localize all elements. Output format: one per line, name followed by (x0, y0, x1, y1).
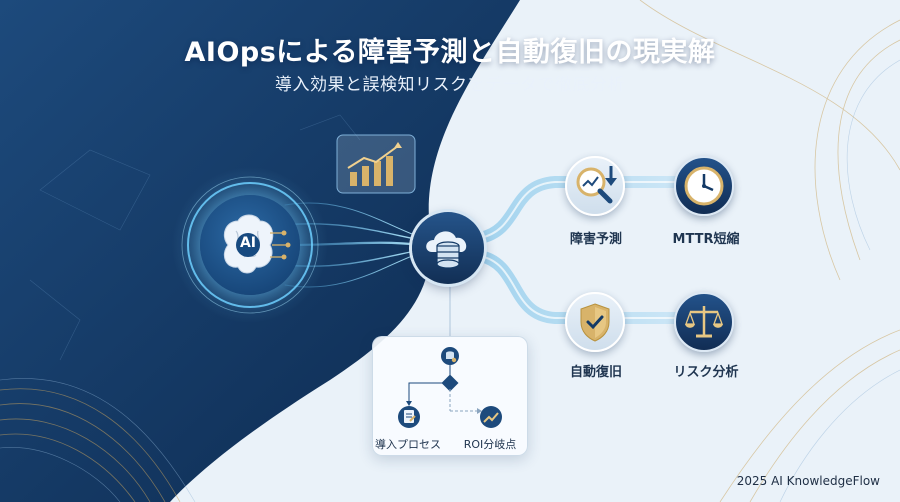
ai-brain-icon: AI (200, 195, 300, 295)
footer-credit: 2025 AI KnowledgeFlow (736, 474, 880, 488)
process-flow-diagram (398, 347, 502, 428)
page-subtitle: 導入効果と誤検知リスクをデータで徹底分析 (275, 75, 625, 95)
recovery-node (565, 292, 625, 352)
shield-check-icon (580, 303, 610, 342)
panel-label-roi: ROI分岐点 (463, 438, 517, 451)
risk-node (674, 292, 734, 352)
node-label-prediction: 障害予測 (569, 232, 623, 247)
clock-icon (684, 166, 724, 206)
trend-chart-card (336, 134, 416, 194)
cloud-database-icon (412, 212, 484, 284)
prediction-node (565, 156, 625, 216)
balance-scale-icon (685, 306, 723, 338)
mttr-node (674, 156, 734, 216)
ai-label: AI (239, 235, 257, 251)
node-label-mttr: MTTR短縮 (672, 232, 740, 247)
node-label-recovery: 自動復旧 (569, 365, 623, 380)
node-label-risk: リスク分析 (673, 365, 739, 380)
process-flow-panel (372, 336, 528, 456)
magnifier-chart-icon (576, 166, 617, 204)
panel-label-process: 導入プロセス (375, 438, 441, 451)
page-title: AIOpsによる障害予測と自動復旧の現実解 (184, 37, 716, 68)
